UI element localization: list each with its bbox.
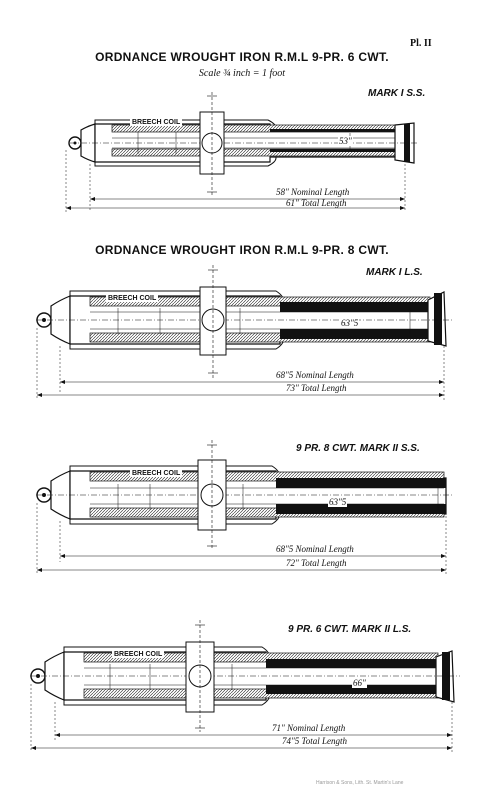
gun-4-nominal-length: 71" Nominal Length (272, 723, 346, 733)
gun-3-mark: 9 PR. 8 CWT. MARK II S.S. (296, 443, 420, 454)
gun-4-total-length: 74"5 Total Length (282, 736, 347, 746)
gun-2-total-length: 73" Total Length (286, 383, 347, 393)
gun-4-drawing (30, 620, 460, 752)
gun-2-nominal-length: 68"5 Nominal Length (276, 370, 354, 380)
gun-1-breech-coil-label: BREECH COIL (130, 119, 183, 126)
gun-2-breech-coil-label: BREECH COIL (106, 295, 159, 302)
gun-2-title: ORDNANCE WROUGHT IRON R.M.L 9-PR. 8 CWT. (95, 243, 389, 257)
gun-1-total-length: 61" Total Length (286, 198, 347, 208)
lithographer-imprint: Harrison & Sons, Lith. St. Martin's Lane (316, 780, 404, 786)
gun-1-bore-length: 53" (338, 136, 353, 146)
gun-4-breech-coil-label: BREECH COIL (112, 651, 165, 658)
gun-4-bore-length: 66" (352, 678, 367, 688)
gun-2-bore-length: 63"5 (340, 318, 360, 328)
gun-2-mark: MARK I L.S. (366, 267, 423, 278)
gun-3-drawing (36, 440, 454, 574)
gun-1-nominal-length: 58" Nominal Length (276, 187, 350, 197)
gun-2-drawing (36, 265, 452, 400)
gun-3-bore-length: 63"5 (328, 497, 348, 507)
gun-1-title: ORDNANCE WROUGHT IRON R.M.L 9-PR. 6 CWT. (95, 50, 389, 64)
gun-4-mark: 9 PR. 6 CWT. MARK II L.S. (288, 624, 412, 635)
scale-note: Scale ¾ inch = 1 foot (198, 68, 286, 79)
gun-3-total-length: 72" Total Length (286, 558, 347, 568)
plate-number: Pl. II (410, 38, 432, 49)
gun-3-nominal-length: 68"5 Nominal Length (276, 544, 354, 554)
gun-1-drawing (65, 92, 418, 212)
gun-1-mark: MARK I S.S. (368, 88, 426, 99)
gun-3-breech-coil-label: BREECH COIL (130, 470, 183, 477)
breech-coil-outline (94, 119, 277, 167)
